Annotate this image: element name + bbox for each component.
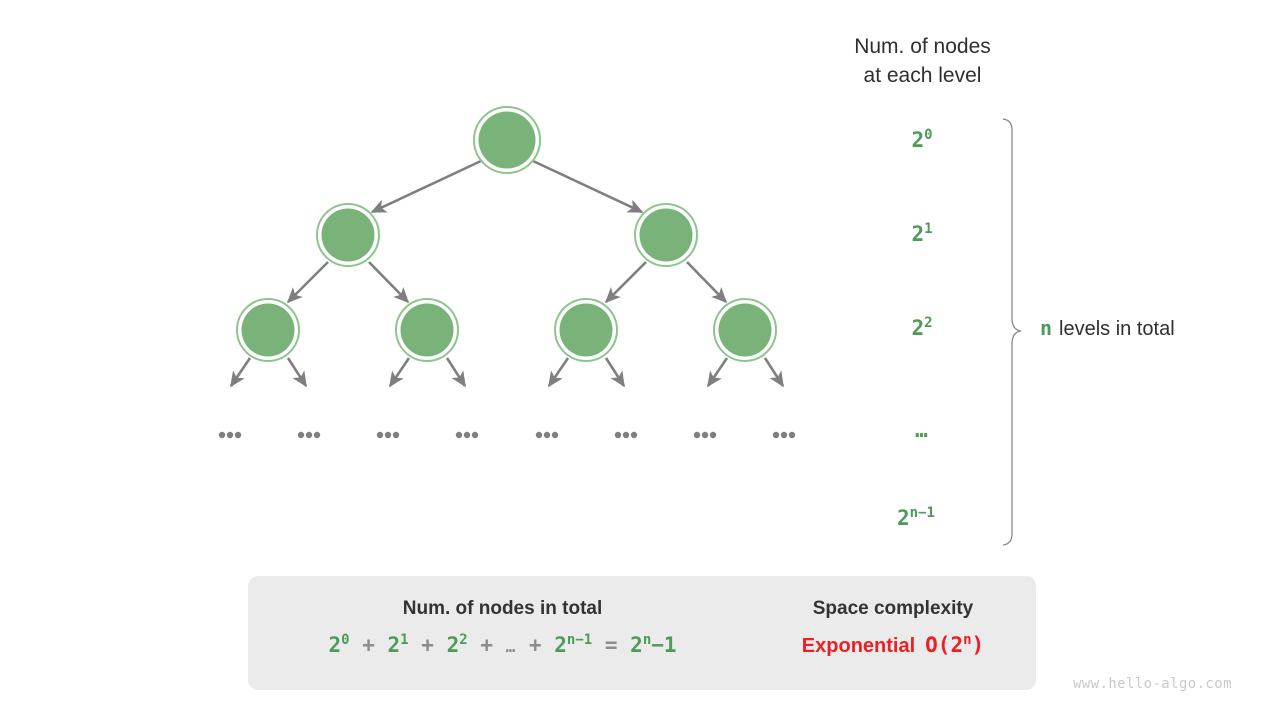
summary-panel: Num. of nodes in total 20 + 21 + 22 + … … <box>248 576 1036 690</box>
levels-total-variable: n <box>1040 316 1053 340</box>
op-plus-3: + <box>480 633 493 657</box>
term-2-pow-2: 22 <box>446 632 468 657</box>
complexity-word: Exponential <box>801 635 916 657</box>
term-2-pow-1: 21 <box>387 632 409 657</box>
term-result: 2n−1 <box>630 632 677 657</box>
op-plus-4: + <box>528 633 542 657</box>
levels-brace <box>1002 118 1022 546</box>
level-count-1: 21 <box>862 222 982 246</box>
level-count-1-base: 2 <box>911 222 925 246</box>
legend-title: Num. of nodes at each level <box>854 35 991 87</box>
levels-total-label: n levels in total <box>1040 316 1175 341</box>
level-count-0-exp: 0 <box>924 127 933 143</box>
level-count-0-base: 2 <box>911 128 925 152</box>
op-equals: = <box>604 633 618 657</box>
total-nodes-heading: Num. of nodes in total <box>402 598 603 619</box>
summary-left-column: Num. of nodes in total 20 + 21 + 22 + … … <box>270 598 735 657</box>
tree-edges <box>229 159 785 388</box>
tree-ellipsis-row <box>218 431 796 439</box>
watermark: www.hello-algo.com <box>1073 676 1232 692</box>
op-ellipsis: … <box>505 637 517 656</box>
term-2-pow-n-minus-1: 2n−1 <box>554 632 593 657</box>
level-count-last: 2n−1 <box>856 506 976 530</box>
level-count-ellipsis: … <box>862 418 982 442</box>
level-count-1-exp: 1 <box>924 221 933 237</box>
space-complexity-heading: Space complexity <box>812 598 974 619</box>
complexity-notation: O(2n) <box>925 632 985 657</box>
op-plus-1: + <box>362 633 375 657</box>
summary-right-column: Space complexity Exponential O(2n) <box>768 598 1018 658</box>
level-count-2: 22 <box>862 316 982 340</box>
term-2-pow-0: 20 <box>328 632 350 657</box>
level-count-2-base: 2 <box>911 316 925 340</box>
op-plus-2: + <box>421 633 434 657</box>
level-count-2-exp: 2 <box>924 315 933 331</box>
tree-nodes <box>236 106 777 362</box>
total-nodes-formula: 20 + 21 + 22 + … + 2n−1 = 2n−1 <box>270 633 735 657</box>
level-count-ellipsis-base: … <box>915 418 929 442</box>
space-complexity-value: Exponential O(2n) <box>768 633 1018 658</box>
level-count-last-exp: n−1 <box>909 505 935 521</box>
level-count-0: 20 <box>862 128 982 152</box>
level-count-last-base: 2 <box>897 506 910 530</box>
levels-total-text: levels in total <box>1059 318 1175 340</box>
